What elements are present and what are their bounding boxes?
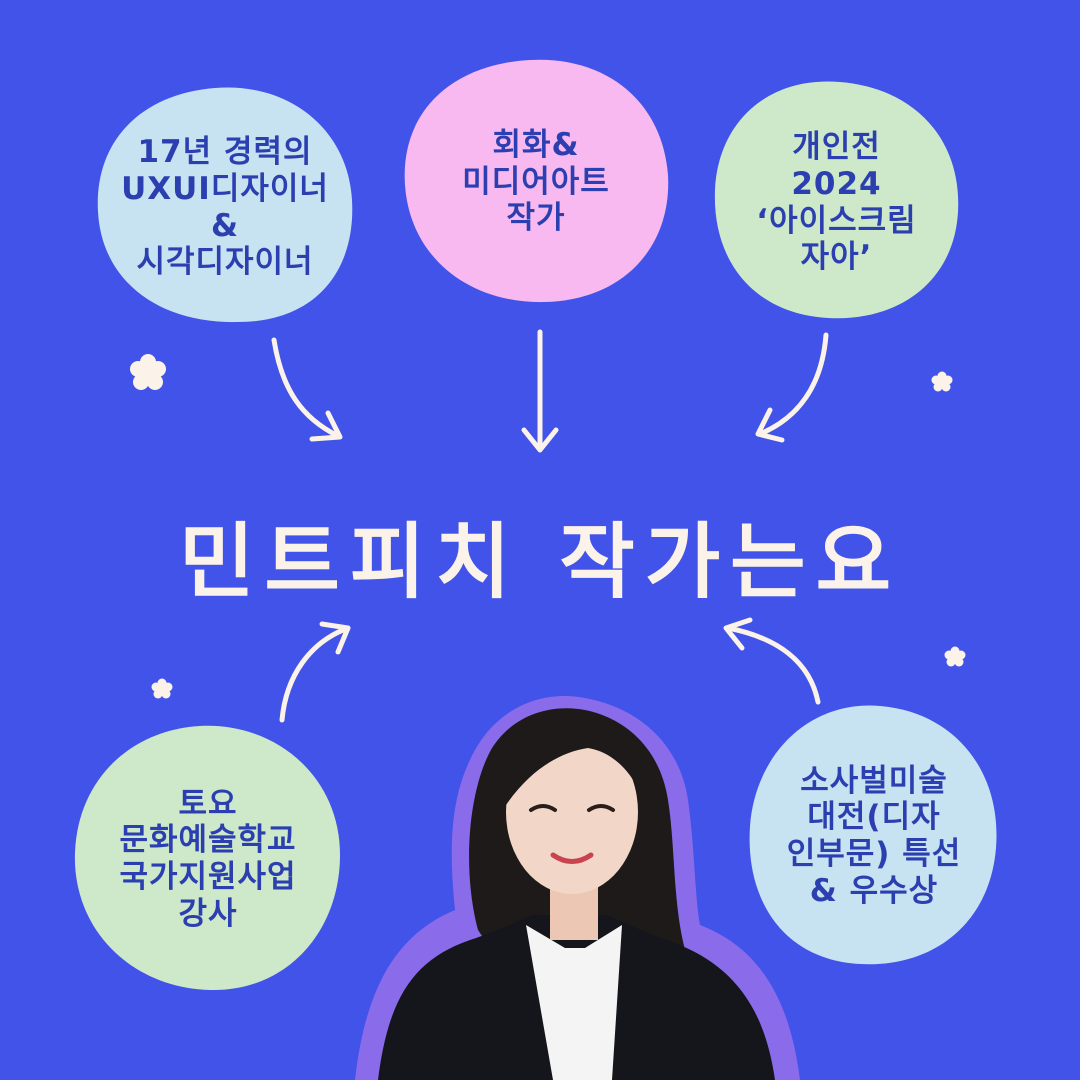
flower-sparkle-icon — [151, 678, 173, 699]
eye-right — [587, 804, 615, 812]
hair-front — [505, 718, 647, 805]
curved-arrow-icon — [755, 332, 829, 443]
blob-top-right-shape — [714, 81, 959, 319]
mouth — [550, 852, 594, 864]
flower-sparkle-icon — [931, 371, 953, 392]
flower-sparkle-icon — [944, 646, 966, 667]
blob-top-center-shape — [404, 59, 669, 303]
bubble-bottom-left: 토요 문화예술학교 국가지원사업 강사 — [76, 728, 340, 990]
bubble-top-center: 회화& 미디어아트 작가 — [405, 62, 667, 302]
curved-arrow-icon — [723, 617, 821, 705]
curved-arrow-icon — [521, 329, 559, 453]
shirt — [526, 925, 622, 1080]
curved-arrow-icon — [279, 621, 351, 723]
flower-sparkle-icon — [130, 354, 166, 390]
main-title: 민트피치 작가는요 — [178, 515, 902, 610]
bubble-bottom-left-text: 토요 문화예술학교 국가지원사업 강사 — [119, 785, 297, 932]
bubble-top-center-text: 회화& 미디어아트 작가 — [462, 127, 610, 237]
bubble-top-left-text: 17년 경력의 UXUI디자이너 & 시각디자이너 — [121, 134, 329, 281]
bubble-bottom-right-text: 소사벌미술 대전(디자 인부문) 특선 & 우수상 — [786, 762, 962, 909]
face — [506, 730, 638, 894]
bubble-top-right-text: 개인전 2024 ‘아이스크림 자아’ — [756, 129, 917, 276]
eye-left — [529, 804, 557, 812]
curved-arrow-icon — [271, 337, 343, 442]
bubble-top-right: 개인전 2024 ‘아이스크림 자아’ — [715, 85, 958, 320]
blob-bottom-right-shape — [749, 705, 997, 965]
bubble-top-left: 17년 경력의 UXUI디자이너 & 시각디자이너 — [100, 95, 350, 320]
blob-top-left-shape — [97, 87, 353, 323]
blob-bottom-left-shape — [74, 725, 340, 991]
bubble-bottom-right: 소사벌미술 대전(디자 인부문) 특선 & 우수상 — [752, 708, 996, 964]
